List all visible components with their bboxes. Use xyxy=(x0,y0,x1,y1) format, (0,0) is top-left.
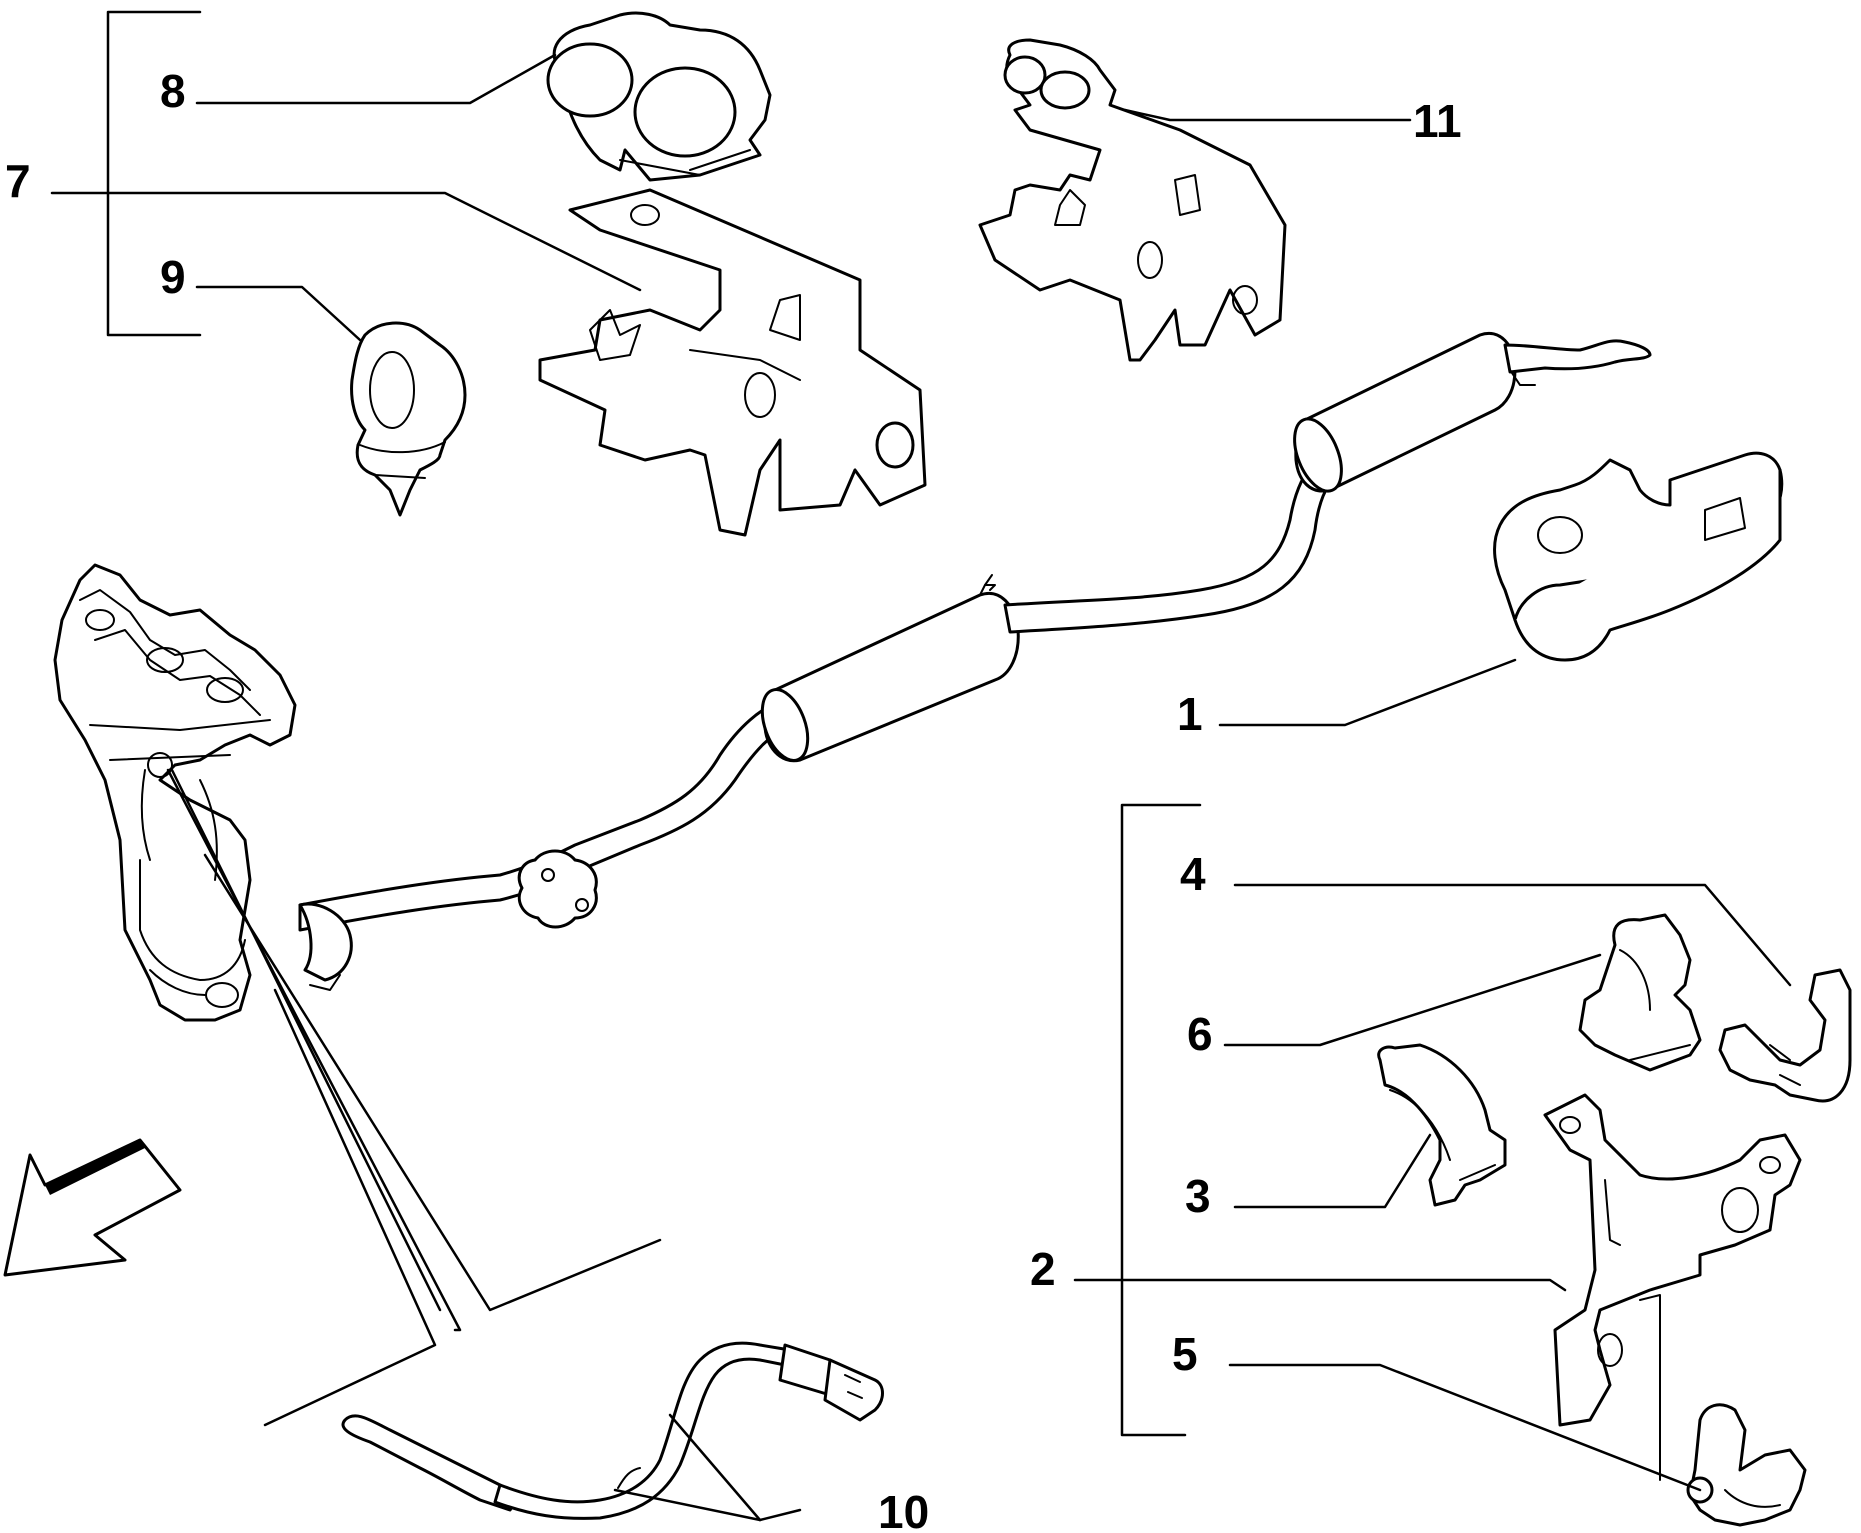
part-label-4: 4 xyxy=(1180,848,1206,900)
part-label-2: 2 xyxy=(1030,1243,1056,1295)
part-1-plate xyxy=(1493,451,1784,662)
lambda-sensor xyxy=(341,1341,884,1520)
part-4-clip xyxy=(1718,968,1852,1103)
part-2-bracket xyxy=(1543,1093,1802,1481)
part-label-1: 1 xyxy=(1177,688,1203,740)
leader-lines xyxy=(50,53,1792,1522)
part-label-9: 9 xyxy=(160,251,186,303)
part-label-11: 11 xyxy=(1413,95,1462,147)
part-label-7: 7 xyxy=(5,155,31,207)
exhaust-pipe-assembly xyxy=(298,332,1652,991)
exhaust-manifold-catalyst xyxy=(53,563,297,1022)
part-7-bracket xyxy=(538,188,927,537)
part-3-clip xyxy=(1377,1043,1507,1207)
part-5-clip xyxy=(1686,1403,1807,1527)
arrow-left-down-icon xyxy=(3,1138,182,1277)
part-label-8: 8 xyxy=(160,65,186,117)
part-label-10: 10 xyxy=(878,1486,929,1533)
part-9-rubber-mount xyxy=(350,321,467,517)
part-11-bracket xyxy=(978,38,1287,362)
part-label-6: 6 xyxy=(1187,1008,1213,1060)
part-8-double-clip xyxy=(546,11,772,182)
group-bracket-7 xyxy=(106,10,202,337)
part-6-clip xyxy=(1578,913,1702,1072)
group-bracket-2 xyxy=(1120,803,1202,1437)
part-label-3: 3 xyxy=(1185,1170,1211,1222)
part-label-5: 5 xyxy=(1172,1328,1198,1380)
